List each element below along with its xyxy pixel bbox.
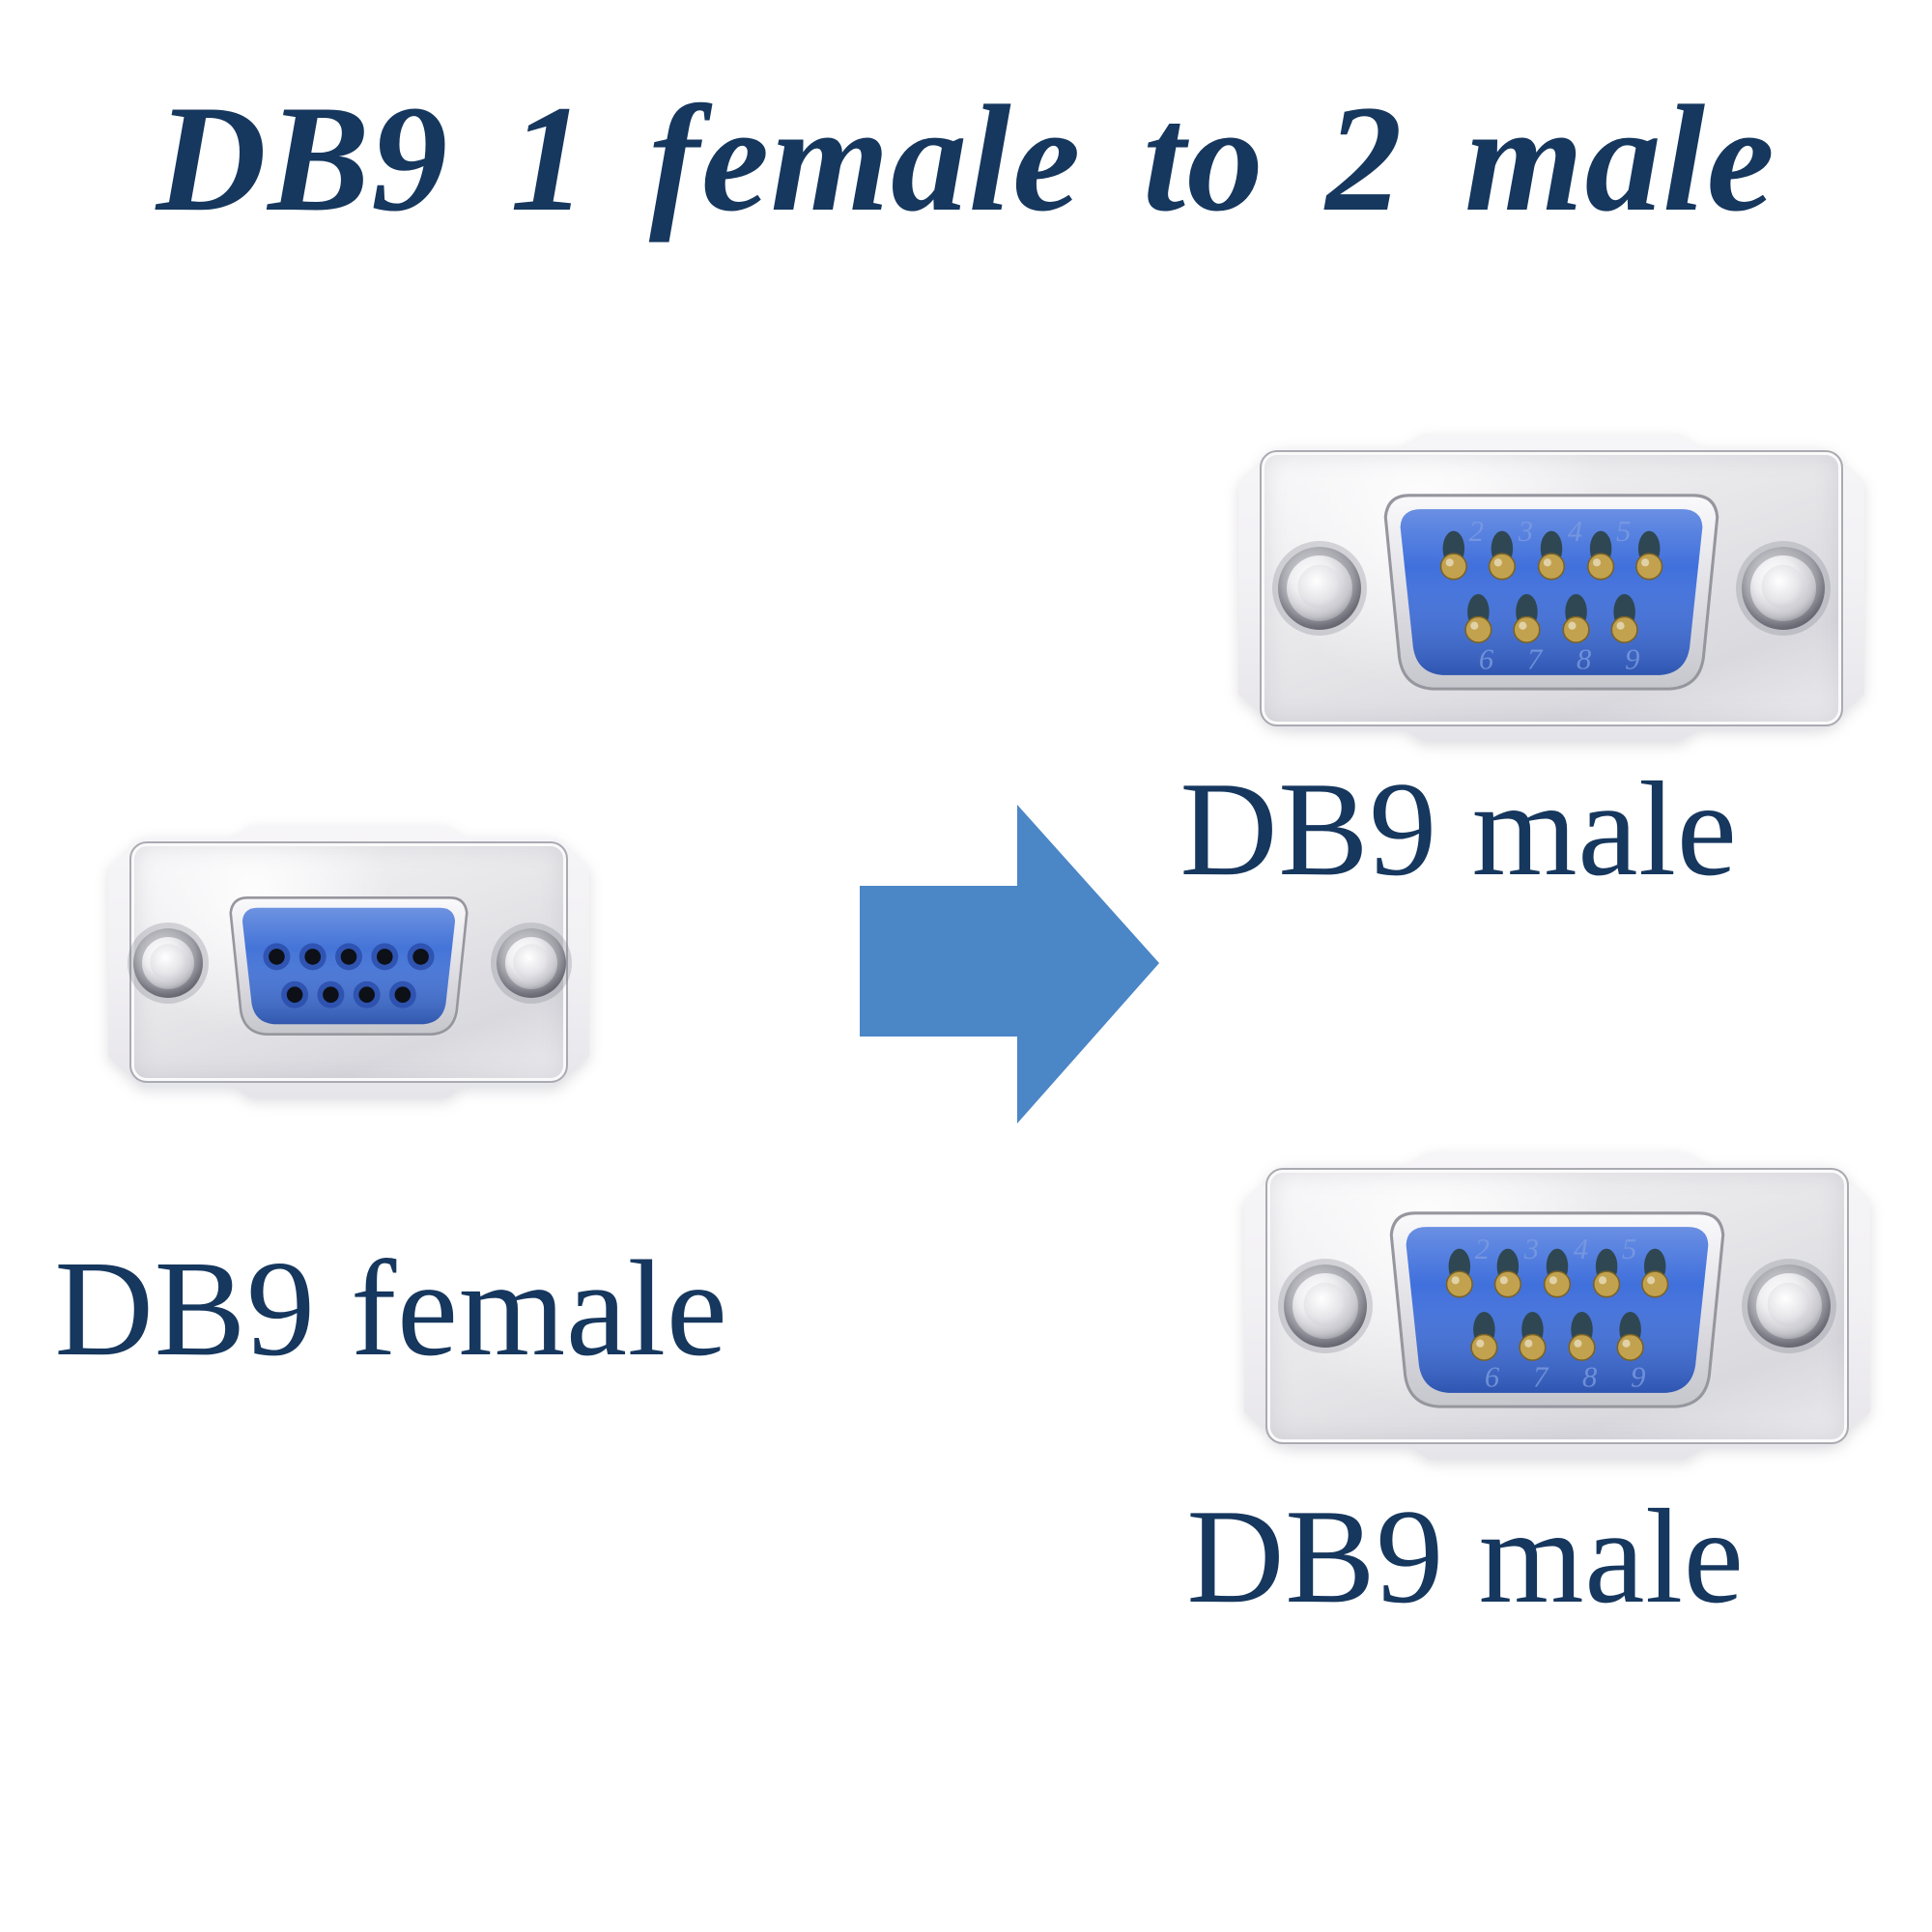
screw-left-icon: [1284, 1264, 1368, 1348]
pin-number: 6: [1485, 1360, 1500, 1393]
pin-icon: [1616, 1311, 1644, 1361]
pin-number: 9: [1625, 642, 1639, 675]
arrow-right-icon: [860, 805, 1159, 1123]
pin-number: 5: [1616, 515, 1631, 548]
socket-hole-icon: [298, 943, 327, 971]
db9-female-connector: [108, 826, 589, 1098]
screw-right-icon: [1747, 1264, 1831, 1348]
pin-number: 5: [1622, 1233, 1636, 1265]
socket-hole-icon: [263, 943, 291, 971]
pin-icon: [1568, 1311, 1596, 1361]
screw-left-icon: [133, 928, 204, 999]
pin-icon: [1610, 593, 1638, 643]
pin-number: 6: [1479, 642, 1494, 675]
pin-icon: [1641, 1248, 1669, 1298]
d-sub-face-male: 2 3 4 5 6 7 8 9: [1383, 494, 1719, 691]
page-title: DB9 1 female to 2 male: [156, 74, 1776, 243]
pin-number: 3: [1518, 515, 1533, 548]
screw-left-icon: [1278, 547, 1362, 630]
pin-number: 8: [1582, 1360, 1597, 1393]
pin-number: 9: [1631, 1360, 1645, 1393]
label-db9-male-bottom: DB9 male: [1186, 1482, 1745, 1632]
pin-number: 2: [1475, 1233, 1490, 1265]
pin-number: 7: [1533, 1360, 1549, 1393]
label-db9-female: DB9 female: [54, 1232, 728, 1384]
pin-number: 7: [1527, 642, 1544, 675]
screw-right-icon: [1741, 547, 1825, 630]
pin-icon: [1513, 593, 1541, 643]
pin-number: 3: [1523, 1233, 1539, 1265]
pin-icon: [1445, 1248, 1473, 1298]
pin-number: 2: [1469, 515, 1484, 548]
pin-icon: [1635, 530, 1663, 581]
db9-male-connector-top: 2 3 4 5 6 7 8 9: [1238, 435, 1864, 742]
pin-number: 8: [1577, 642, 1591, 675]
socket-hole-icon: [281, 980, 309, 1009]
pin-icon: [1543, 1248, 1572, 1298]
pin-icon: [1562, 593, 1590, 643]
pin-icon: [1537, 530, 1566, 581]
pin-icon: [1439, 530, 1467, 581]
pin-number: 4: [1568, 515, 1582, 548]
screw-right-icon: [497, 928, 567, 999]
pin-icon: [1593, 1248, 1621, 1298]
pin-icon: [1519, 1311, 1547, 1361]
socket-hole-icon: [335, 943, 362, 971]
db9-male-connector-bottom: 2 3 4 5 6 7 8 9: [1244, 1152, 1870, 1460]
socket-hole-icon: [353, 980, 381, 1009]
socket-hole-icon: [317, 980, 345, 1009]
d-sub-face-male: 2 3 4 5 6 7 8 9: [1389, 1211, 1725, 1408]
socket-hole-icon: [407, 943, 435, 971]
pin-icon: [1470, 1311, 1498, 1361]
pin-icon: [1488, 530, 1516, 581]
socket-hole-icon: [371, 943, 399, 971]
pin-icon: [1587, 530, 1615, 581]
socket-hole-icon: [388, 980, 416, 1009]
label-db9-male-top: DB9 male: [1179, 754, 1738, 904]
pin-icon: [1493, 1248, 1521, 1298]
pin-icon: [1464, 593, 1492, 643]
d-sub-face-female: [229, 896, 469, 1037]
pin-number: 4: [1574, 1233, 1588, 1265]
